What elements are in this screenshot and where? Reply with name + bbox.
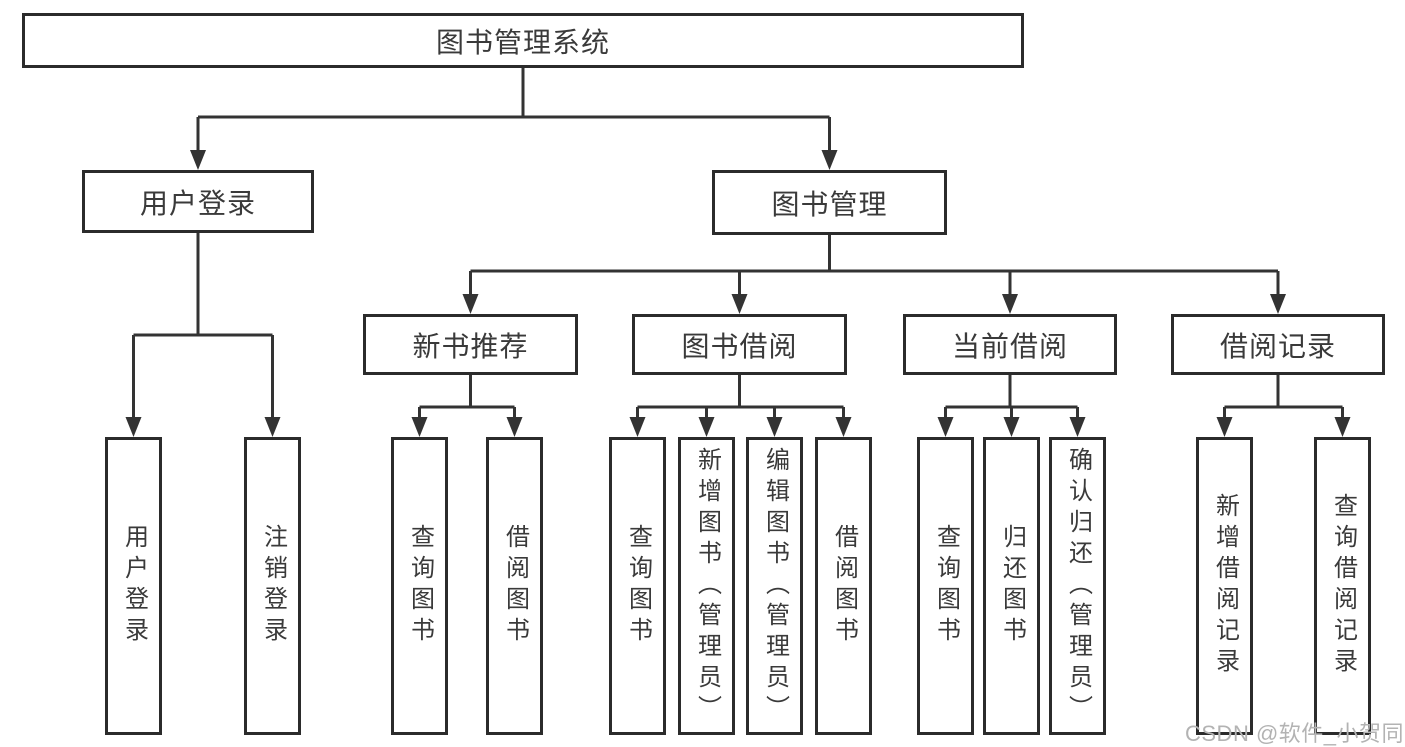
node-leaf-add-borrow-record: 新增借阅记录 <box>1196 437 1253 735</box>
node-leaf-recommend-borrow-book-label: 借阅图书 <box>501 524 529 648</box>
node-leaf-add-book-admin-label: 新增图书（管理员） <box>693 446 721 726</box>
node-leaf-user-login: 用户登录 <box>105 437 162 735</box>
node-book-management-module-label: 图书管理 <box>771 188 888 220</box>
node-leaf-add-book-admin: 新增图书（管理员） <box>678 437 735 735</box>
node-leaf-recommend-borrow-book: 借阅图书 <box>486 437 543 735</box>
node-current-borrow: 当前借阅 <box>903 314 1117 375</box>
node-leaf-borrow-book-label: 借阅图书 <box>830 524 858 648</box>
node-leaf-add-borrow-record-label: 新增借阅记录 <box>1211 493 1239 679</box>
node-book-borrow-label: 图书借阅 <box>681 330 798 362</box>
node-leaf-edit-book-admin-label: 编辑图书（管理员） <box>761 446 789 726</box>
node-leaf-current-query-book-label: 查询图书 <box>932 524 960 648</box>
node-leaf-borrow-book: 借阅图书 <box>815 437 872 735</box>
node-leaf-confirm-return-admin-label: 确认归还（管理员） <box>1064 446 1092 726</box>
node-leaf-borrow-query-book: 查询图书 <box>609 437 666 735</box>
node-borrow-records-label: 借阅记录 <box>1219 330 1336 362</box>
node-leaf-logout-label: 注销登录 <box>259 524 287 648</box>
node-leaf-return-book: 归还图书 <box>983 437 1040 735</box>
node-leaf-query-borrow-record-label: 查询借阅记录 <box>1329 493 1357 679</box>
node-new-book-recommend: 新书推荐 <box>363 314 578 375</box>
node-book-borrow: 图书借阅 <box>632 314 847 375</box>
node-borrow-records: 借阅记录 <box>1171 314 1385 375</box>
node-leaf-confirm-return-admin: 确认归还（管理员） <box>1049 437 1106 735</box>
node-new-book-recommend-label: 新书推荐 <box>412 330 529 362</box>
node-leaf-user-login-label: 用户登录 <box>120 524 148 648</box>
node-book-management-module: 图书管理 <box>712 170 947 235</box>
node-leaf-recommend-query-book: 查询图书 <box>391 437 448 735</box>
node-user-login-module-label: 用户登录 <box>139 187 256 219</box>
node-leaf-return-book-label: 归还图书 <box>998 524 1026 648</box>
node-root-system: 图书管理系统 <box>22 13 1024 68</box>
node-leaf-edit-book-admin: 编辑图书（管理员） <box>746 437 803 735</box>
node-leaf-query-borrow-record: 查询借阅记录 <box>1314 437 1371 735</box>
node-leaf-recommend-query-book-label: 查询图书 <box>406 524 434 648</box>
node-root-system-label: 图书管理系统 <box>435 26 610 58</box>
csdn-watermark: CSDN @软件_小贺同学 <box>1185 721 1405 746</box>
node-current-borrow-label: 当前借阅 <box>951 330 1068 362</box>
node-leaf-logout: 注销登录 <box>244 437 301 735</box>
node-leaf-current-query-book: 查询图书 <box>917 437 974 735</box>
arrowheads <box>125 150 1351 437</box>
node-leaf-borrow-query-book-label: 查询图书 <box>624 524 652 648</box>
node-user-login-module: 用户登录 <box>82 170 314 233</box>
